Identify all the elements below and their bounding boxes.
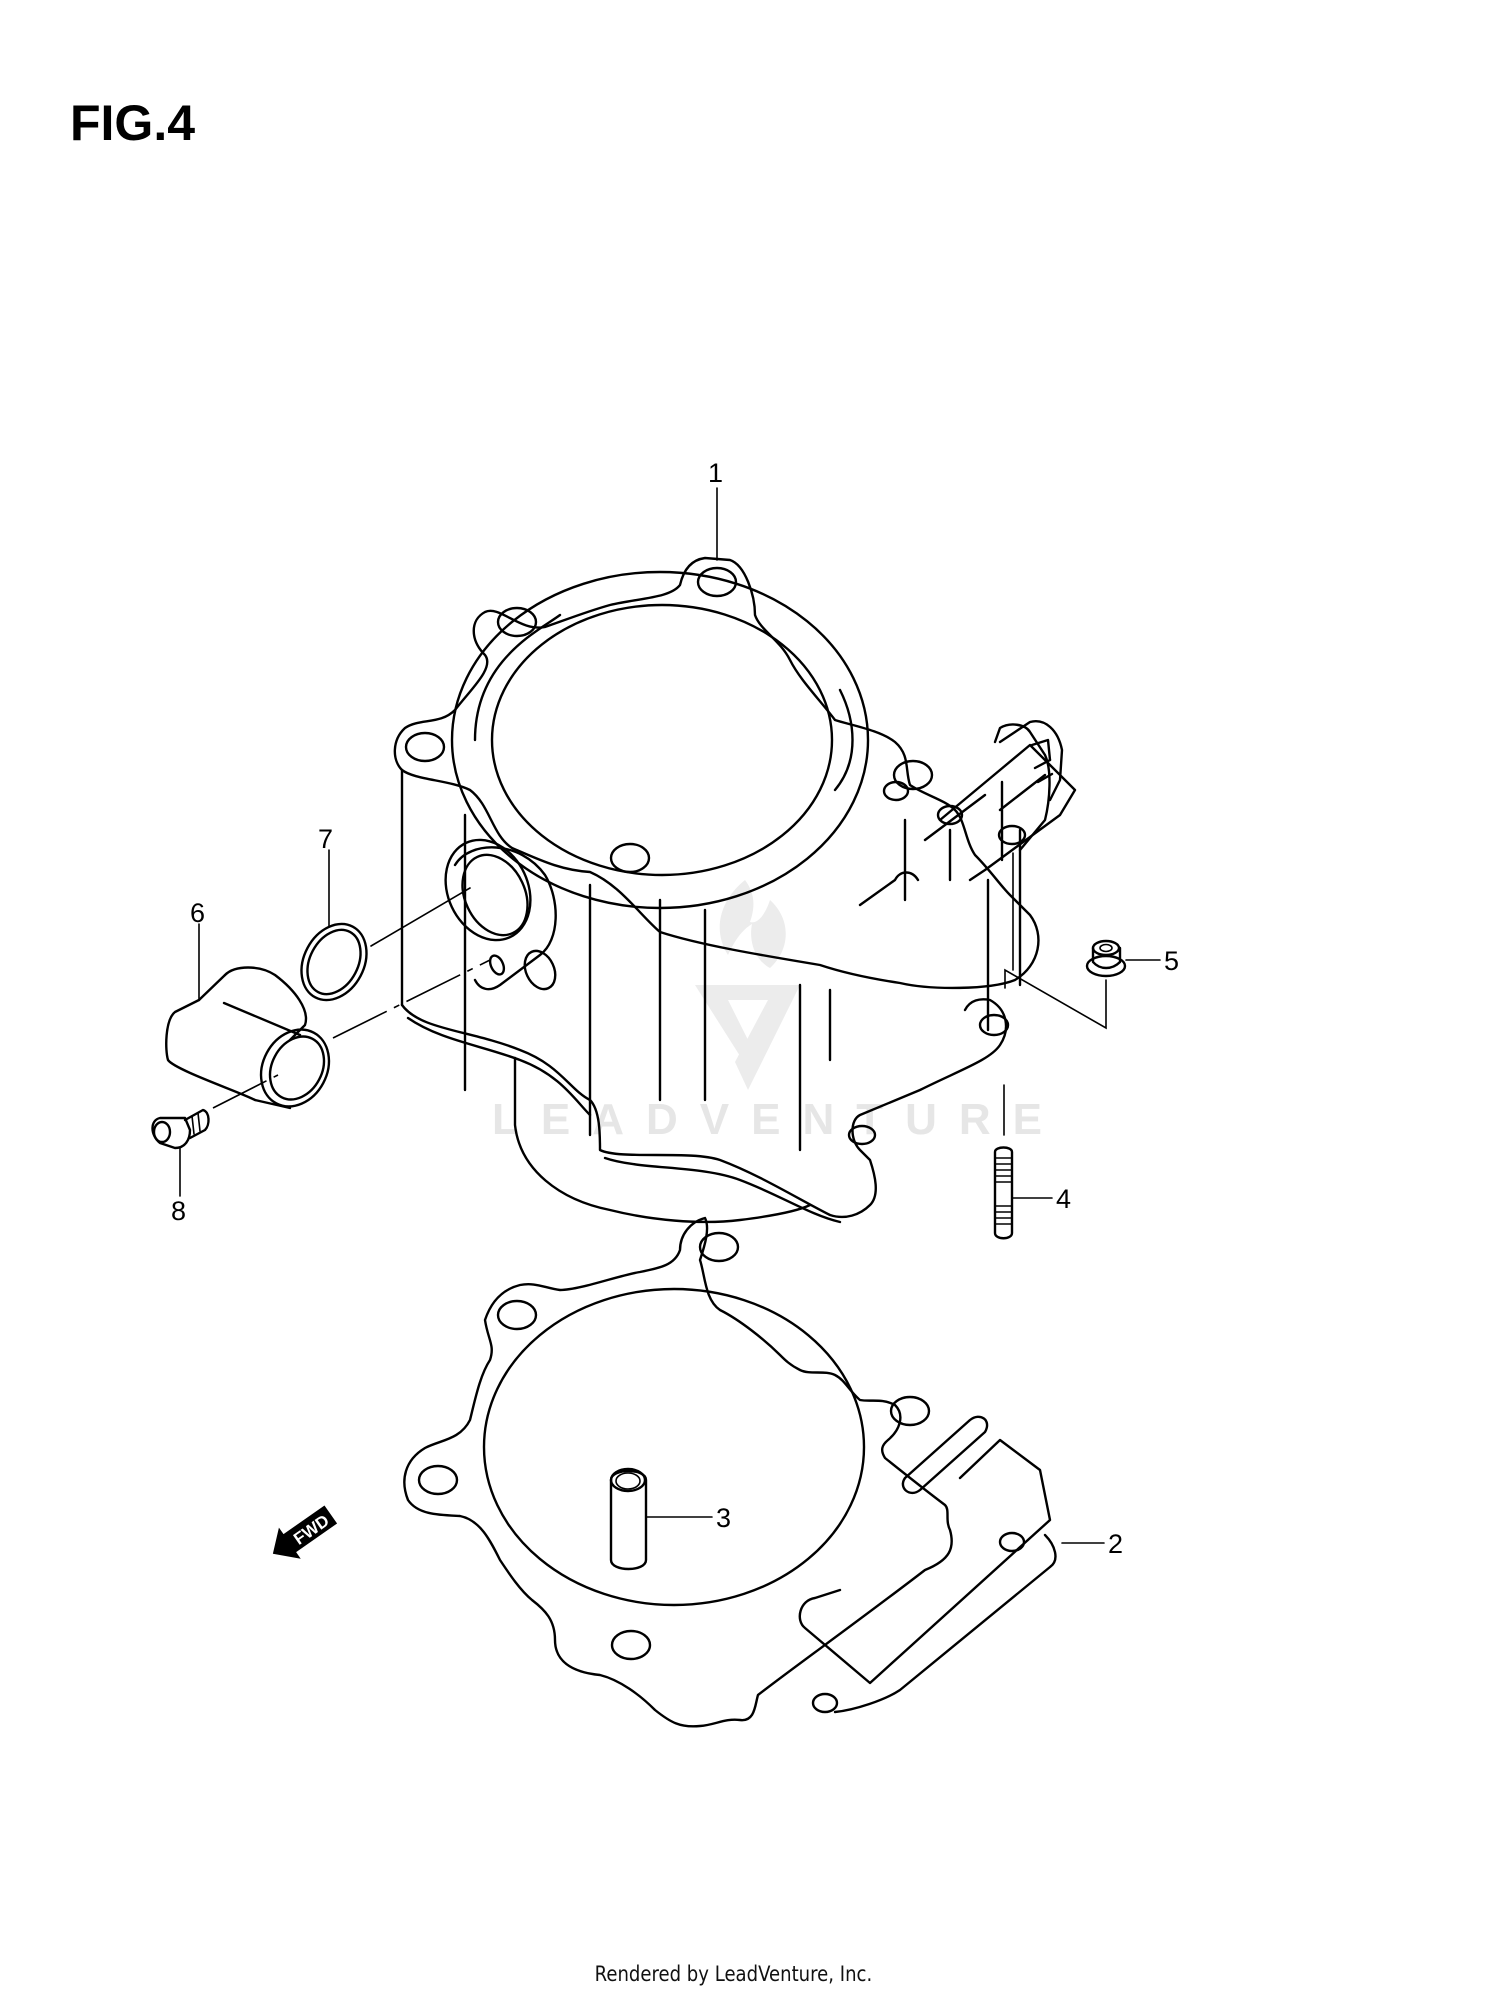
part-5-flange-nut[interactable] <box>1004 852 1161 1030</box>
fwd-arrow-icon: FWD <box>272 1505 338 1559</box>
footer-text: Rendered by LeadVenture, Inc. <box>594 1962 872 1986</box>
callout-2: 2 <box>1108 1529 1123 1559</box>
callout-4: 4 <box>1056 1184 1071 1214</box>
part-3-dowel-pin[interactable] <box>609 1467 713 1571</box>
callout-labels: 1 2 3 4 5 6 7 8 <box>171 458 1179 1559</box>
watermark-flame-icon <box>719 880 786 968</box>
callout-1: 1 <box>708 458 723 488</box>
callout-8: 8 <box>171 1196 186 1226</box>
part-4-stud[interactable] <box>993 1084 1053 1240</box>
part-6-outlet-fitting[interactable] <box>165 923 491 1118</box>
part-8-bolt[interactable] <box>151 1108 210 1197</box>
callout-7: 7 <box>318 824 333 854</box>
part-7-o-ring[interactable] <box>289 849 471 1011</box>
figure-title: FIG.4 <box>70 95 196 151</box>
watermark-v-logo-icon <box>695 985 800 1090</box>
callout-3: 3 <box>716 1503 731 1533</box>
footer-credit: Rendered by LeadVenture, Inc. <box>0 1962 1500 1986</box>
watermark-text: LEADVENTURE <box>492 1095 1064 1144</box>
callout-5: 5 <box>1164 946 1179 976</box>
part-2-base-gasket[interactable] <box>403 1216 1105 1728</box>
callout-6: 6 <box>190 898 205 928</box>
leadventure-watermark: LEADVENTURE <box>492 880 1064 1144</box>
part-1-cylinder[interactable] <box>393 487 1077 1224</box>
